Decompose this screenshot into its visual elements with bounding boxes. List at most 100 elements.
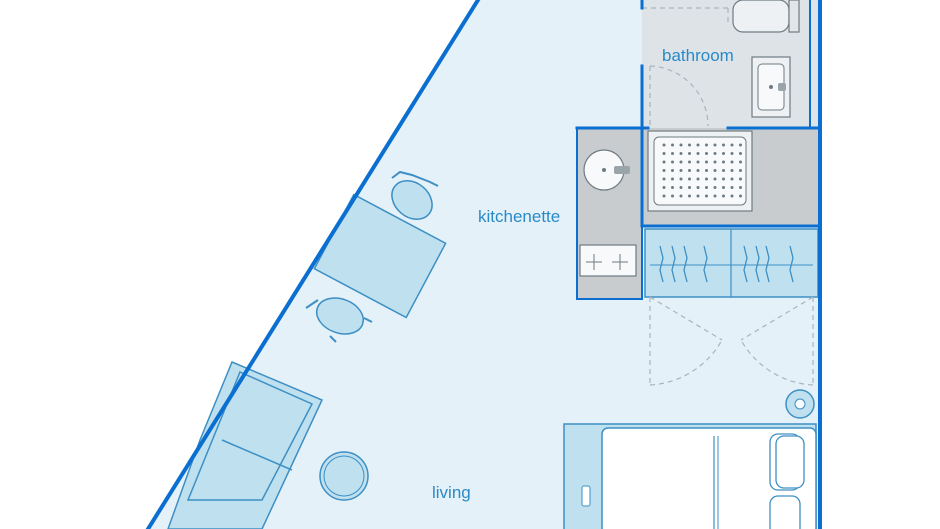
hanger [755,245,760,283]
shower-dot [739,160,742,164]
shower-dot [705,194,708,198]
shower-dot [671,152,674,155]
shower-dot [705,186,708,189]
pillow-icon [769,495,801,529]
shower-dot [713,143,717,147]
shower-dot [705,169,708,172]
shower-dot [705,160,708,164]
shower-dot [671,194,674,198]
shower-dot [688,143,691,147]
shower-dot [722,177,725,181]
toilet-icon [732,0,800,33]
chair-icon [305,297,373,343]
shower-dot [696,143,700,147]
shower-dot [671,143,674,147]
shower-dot [662,143,666,147]
shower-dot [722,169,725,172]
shower-dot [722,152,725,155]
shower-dot [662,186,666,189]
shower-dot [713,152,717,155]
shower-dot [662,160,666,164]
shower-dot [688,186,691,189]
hanger [743,245,748,283]
side-table [319,451,369,501]
shower-dot [688,152,691,155]
hanger [789,245,794,283]
shower-dot [696,160,700,164]
shower-dot [730,177,734,181]
shower-dot [688,169,691,172]
shower-dot [730,143,734,147]
shower-dot [705,177,708,181]
shower-dot [722,143,725,147]
shower-dot [739,169,742,172]
shower-dot [713,169,717,172]
shower-dot [671,177,674,181]
shower-dot [679,177,683,181]
walls [145,0,822,529]
shower-dot [688,160,691,164]
shower-dot [679,160,683,164]
shower-dot [722,160,725,164]
kitchenette-label: kitchenette [478,207,560,226]
shower-dot [739,186,742,189]
shower-dot [688,194,691,198]
shower-dot [671,186,674,189]
shower-dot [705,143,708,147]
shower-dot [730,194,734,198]
shower-dot [679,152,683,155]
dining-set [305,170,447,343]
shower-dot [696,177,700,181]
shower-dot [705,152,708,155]
shower-dot [739,143,742,147]
hanger [671,245,676,283]
living-label: living [432,483,471,502]
hanger [683,245,688,283]
bathroom-label: bathroom [662,46,734,65]
floor-lamp-icon [785,389,815,419]
bathroom-door-swing [642,7,729,127]
sofa [167,361,324,529]
shower-dot [722,186,725,189]
pillow-icon [769,433,805,491]
hanger [703,245,708,283]
shower-dot [722,194,725,198]
shower-dot [739,152,742,155]
bathroom [642,0,800,212]
shower-dot [713,186,717,189]
shower-dot [679,186,683,189]
shower-dot [696,152,700,155]
shower-dot [696,186,700,189]
shower-dot [662,177,666,181]
shower-dot [679,194,683,198]
bed [563,423,817,529]
shower-dot [662,194,666,198]
hanger [659,245,664,283]
shower-dot [662,152,666,155]
cooktop-icon [579,244,637,277]
bathroom-sink-icon [751,56,791,118]
shower-dot [730,160,734,164]
shower-dot [730,169,734,172]
shower-dot [730,152,734,155]
shower-dot [696,194,700,198]
sink-icon [583,149,630,191]
shower-tray-icon [647,130,753,212]
shower-dot [679,143,683,147]
shower-dot [713,160,717,164]
shower-dot [713,194,717,198]
shower-dot [671,160,674,164]
shower-dot [662,169,666,172]
shower-dot [696,169,700,172]
shower-dot [713,177,717,181]
shower-dot [671,169,674,172]
shower-dot [679,169,683,172]
shower-dot [730,186,734,189]
shower-dot [739,177,742,181]
chair-icon [391,170,439,220]
shower-dot [739,194,742,198]
wardrobe-door-swing [649,296,814,386]
kitchenette-counter [577,128,642,299]
hanger [765,245,770,283]
